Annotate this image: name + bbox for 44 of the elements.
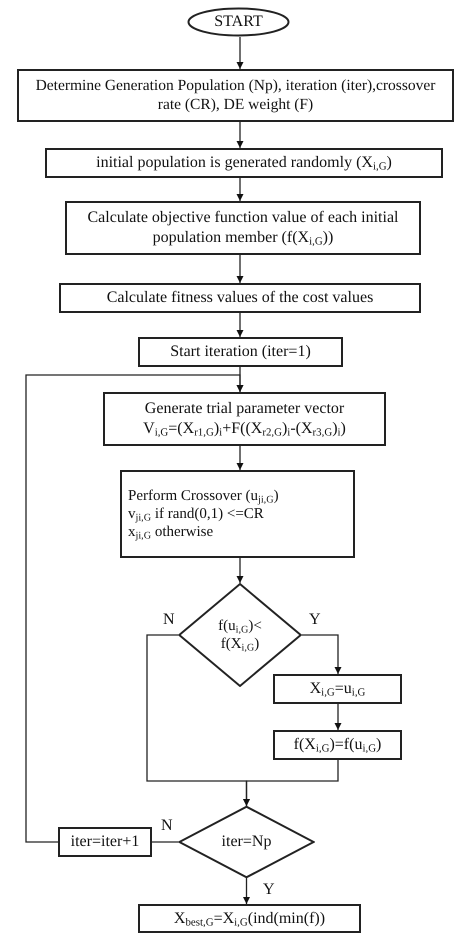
process-text: X$_{best,G}$=X$_{i,G}$(ind(min(f)) bbox=[174, 908, 326, 928]
process-text: v$_{ji,G}$ if rand(0,1) <=CR bbox=[128, 505, 264, 524]
decision-diamond bbox=[178, 806, 315, 878]
decision-text: iter=Np bbox=[222, 832, 272, 852]
arrow bbox=[243, 878, 250, 904]
process-text: Calculate objective function value of each initial population member (f(X$_{i,G}$)) bbox=[86, 208, 400, 248]
arrow bbox=[302, 634, 342, 674]
arrow bbox=[236, 313, 244, 337]
process-box bbox=[273, 674, 402, 704]
process-box bbox=[17, 69, 454, 122]
arrow bbox=[236, 255, 244, 283]
terminal-text: START bbox=[214, 12, 263, 32]
arrow bbox=[25, 374, 244, 843]
process-box bbox=[59, 283, 421, 313]
process-box bbox=[65, 201, 421, 255]
decision-text: f(u$_{i,G}$)< f(X$_{i,G}$) bbox=[217, 616, 263, 654]
process-text: Generate trial parameter vector bbox=[144, 399, 344, 419]
arrow bbox=[236, 178, 244, 201]
process-box bbox=[138, 337, 343, 367]
process-text: x$_{ji,G}$ otherwise bbox=[128, 523, 214, 542]
process-text: f(X$_{i,G}$)=f(u$_{i,G}$) bbox=[294, 735, 382, 755]
process-text: Start iteration (iter=1) bbox=[170, 342, 311, 362]
arrow bbox=[236, 446, 244, 470]
process-box bbox=[103, 392, 386, 446]
process-text: Calculate fitness values of the cost values bbox=[106, 288, 374, 308]
arrow bbox=[236, 122, 244, 148]
process-text: Determine Generation Population (Np), iteration (iter),crossover rate (CR), DE weight (F) bbox=[34, 76, 436, 114]
process-text: V$_{i,G}$=(X$_{r1,G}$)$_{i}$+F((X$_{r2,G}$)$_{i}$-(X$_{r3,G}$)$_{i}$) bbox=[143, 419, 346, 439]
process-text: iter=iter+1 bbox=[70, 832, 140, 852]
decision-diamond bbox=[178, 583, 302, 687]
process-text: Perform Crossover (u$_{ji,G}$) bbox=[128, 486, 279, 505]
arrow bbox=[236, 558, 244, 583]
arrow bbox=[334, 704, 342, 730]
process-text: initial population is generated randomly (X$_{i,G}$) bbox=[96, 153, 392, 173]
start-terminal bbox=[187, 7, 290, 37]
process-box bbox=[138, 904, 361, 933]
process-box bbox=[45, 148, 443, 178]
process-box bbox=[273, 730, 402, 760]
process-box bbox=[120, 470, 355, 558]
arrow bbox=[243, 760, 339, 806]
process-text: X$_{i,G}$=u$_{i,G}$ bbox=[310, 679, 366, 699]
arrow bbox=[236, 37, 244, 69]
connector-line bbox=[152, 841, 178, 843]
process-box bbox=[58, 827, 152, 857]
